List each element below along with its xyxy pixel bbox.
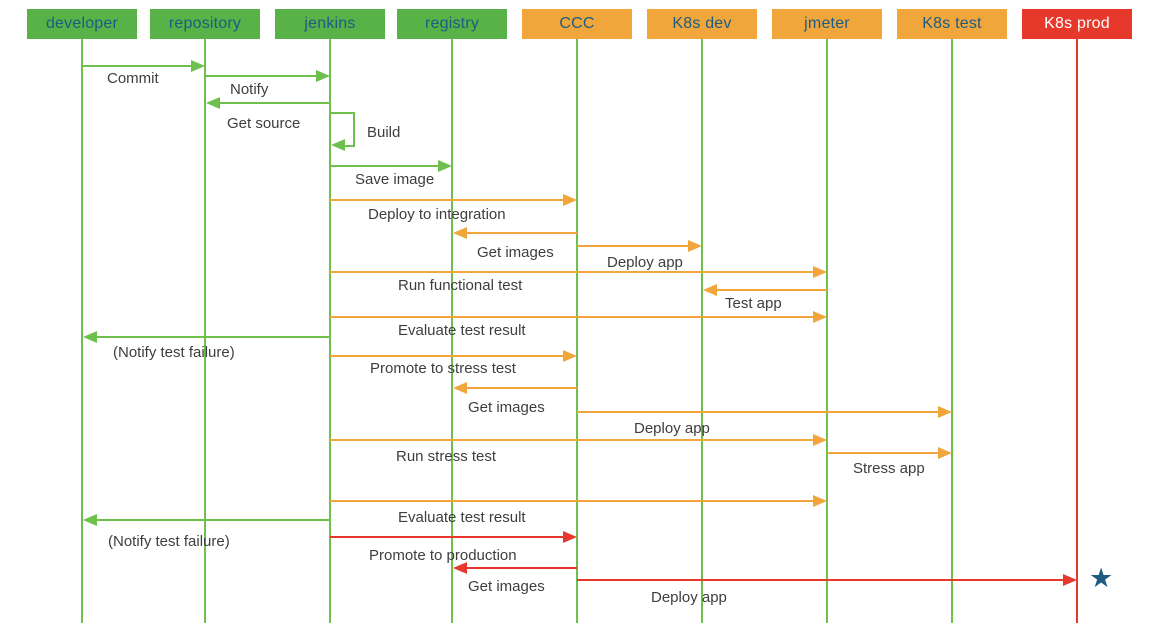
message-arrowhead-right	[813, 311, 827, 323]
message-label: Evaluate test result	[398, 322, 526, 339]
actor-k8s-test: K8s test	[897, 9, 1007, 39]
lifeline-developer	[81, 39, 83, 623]
message-label: Get source	[227, 115, 301, 132]
message-arrowhead-left	[453, 562, 467, 574]
message-label: Deploy app	[651, 589, 727, 606]
message-label: Notify	[230, 81, 269, 98]
message-arrowhead-left	[703, 284, 717, 296]
message-label: Get images	[468, 578, 545, 595]
message-arrow-self-side	[353, 112, 355, 147]
message-arrow	[577, 579, 1067, 581]
message-arrowhead-left	[83, 514, 97, 526]
message-arrow	[330, 199, 567, 201]
message-label: Test app	[725, 295, 782, 312]
message-label: (Notify test failure)	[113, 344, 235, 361]
actor-jenkins: jenkins	[275, 9, 385, 39]
message-label: Build	[367, 124, 401, 141]
message-arrow	[330, 500, 817, 502]
message-arrowhead-right	[688, 240, 702, 252]
message-label: Evaluate test result	[398, 509, 526, 526]
message-arrow	[217, 102, 330, 104]
lifeline-k8s-test	[951, 39, 953, 623]
lifeline-k8s-prod	[1076, 39, 1078, 623]
message-arrowhead-right	[813, 434, 827, 446]
message-arrowhead-left	[83, 331, 97, 343]
message-arrowhead-right	[438, 160, 452, 172]
message-arrowhead-right	[938, 406, 952, 418]
message-label: Commit	[107, 70, 159, 87]
message-label: Promote to production	[369, 547, 517, 564]
message-arrowhead-right	[563, 350, 577, 362]
message-arrow	[714, 289, 827, 291]
message-arrow	[330, 271, 817, 273]
lifeline-registry	[451, 39, 453, 623]
actor-developer: developer	[27, 9, 137, 39]
message-arrowhead-right	[813, 266, 827, 278]
actor-registry: registry	[397, 9, 507, 39]
message-label: Stress app	[853, 460, 925, 477]
message-arrowhead-left	[453, 382, 467, 394]
message-arrow	[330, 355, 567, 357]
message-arrowhead-right	[1063, 574, 1077, 586]
lifeline-jenkins	[329, 39, 331, 623]
message-arrowhead-left	[331, 139, 345, 151]
actor-ccc: CCC	[522, 9, 632, 39]
message-arrowhead-left	[206, 97, 220, 109]
message-label: Run functional test	[398, 277, 523, 294]
message-label: (Notify test failure)	[108, 533, 230, 550]
actor-k8s-prod: K8s prod	[1022, 9, 1132, 39]
lifeline-ccc	[576, 39, 578, 623]
lifeline-jmeter	[826, 39, 828, 623]
message-arrowhead-right	[563, 531, 577, 543]
message-arrowhead-right	[563, 194, 577, 206]
actor-jmeter: jmeter	[772, 9, 882, 39]
message-arrowhead-right	[813, 495, 827, 507]
message-label: Deploy to integration	[368, 206, 506, 223]
message-label: Get images	[477, 244, 554, 261]
message-arrow-self-top	[330, 112, 355, 114]
message-arrow	[827, 452, 942, 454]
lifeline-repository	[204, 39, 206, 623]
message-arrowhead-left	[453, 227, 467, 239]
message-arrow	[82, 65, 195, 67]
message-arrow	[577, 411, 942, 413]
lifeline-k8s-dev	[701, 39, 703, 623]
message-arrow	[464, 232, 577, 234]
message-arrow	[577, 245, 692, 247]
message-arrow-self-bottom	[343, 145, 355, 147]
message-label: Get images	[468, 399, 545, 416]
message-label: Save image	[355, 171, 435, 188]
message-arrow	[94, 519, 330, 521]
message-arrow	[330, 536, 567, 538]
message-arrow	[464, 567, 577, 569]
actor-k8s-dev: K8s dev	[647, 9, 757, 39]
message-label: Deploy app	[634, 420, 710, 437]
message-arrow	[330, 316, 817, 318]
message-arrow	[205, 75, 320, 77]
message-arrow	[464, 387, 577, 389]
message-label: Promote to stress test	[370, 360, 516, 377]
milestone-star-icon: ★	[1089, 563, 1114, 593]
message-arrow	[330, 439, 817, 441]
message-arrowhead-right	[938, 447, 952, 459]
message-arrowhead-right	[191, 60, 205, 72]
message-label: Run stress test	[396, 448, 497, 465]
message-arrow	[330, 165, 442, 167]
message-arrow	[94, 336, 330, 338]
message-label: Deploy app	[607, 254, 683, 271]
actor-repository: repository	[150, 9, 260, 39]
message-arrowhead-right	[316, 70, 330, 82]
